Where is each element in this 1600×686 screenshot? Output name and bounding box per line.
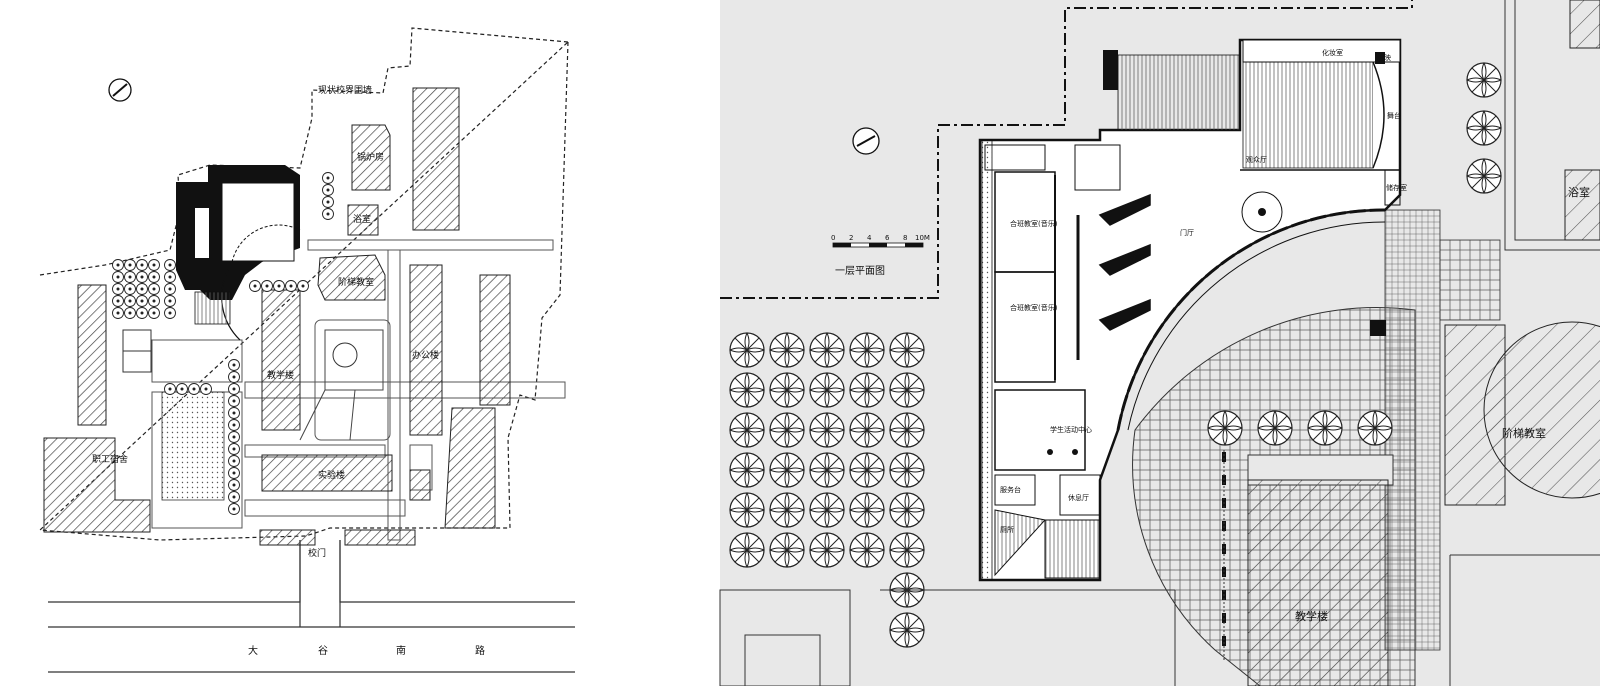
room-stage: 舞台	[1387, 111, 1401, 120]
road-name-char-4: 路	[475, 644, 485, 657]
label-boiler: 锅炉房	[357, 151, 384, 163]
room-makeup: 化妆室	[1322, 48, 1343, 57]
label-gate: 校门	[308, 547, 326, 559]
room-lounge: 休息厅	[1068, 493, 1089, 502]
scale-tick-10m: 10M	[915, 234, 930, 242]
label-dorm: 职工宿舍	[92, 453, 128, 465]
room-toilet: 厕所	[1000, 525, 1014, 534]
room-rehearsal-1: 合班教室(音乐)	[1010, 219, 1058, 228]
scale-tick-2: 2	[849, 234, 853, 242]
room-activity: 学生活动中心	[1050, 425, 1092, 434]
road-name-char-1: 大	[248, 644, 258, 657]
room-storage: 储存室	[1386, 183, 1407, 192]
site-plan: 现状校界围墙 锅炉房 浴室 阶梯教室 办公楼 教学楼 职工宿舍 实验楼 校门 大…	[38, 27, 575, 673]
room-rehearsal-2: 合班教室(音乐)	[1010, 303, 1058, 312]
scale-tick-4: 4	[867, 234, 872, 242]
tree-grid-left	[112, 259, 160, 319]
label-bath: 浴室	[353, 213, 371, 225]
room-service: 服务台	[1000, 485, 1021, 494]
label-lecture: 阶梯教室	[338, 276, 374, 288]
lecture-hall-round	[1483, 321, 1600, 499]
room-lobby: 门厅	[1180, 228, 1194, 237]
label-lab: 实验楼	[318, 469, 345, 481]
buildings	[43, 87, 511, 546]
room-control: 放映	[1377, 53, 1391, 62]
north-arrow-icon	[108, 78, 132, 102]
label-lecture-hall: 阶梯教室	[1502, 426, 1546, 440]
dotted-field	[161, 391, 225, 501]
site-boundary	[38, 27, 569, 541]
label-boundary: 现状校界围墙	[318, 84, 372, 96]
plaza-fountain	[332, 342, 358, 368]
scale-tick-8: 8	[903, 234, 907, 242]
road-name-char-3: 南	[396, 644, 406, 657]
east-trees	[1466, 62, 1502, 194]
label-bath-cut: 浴室	[1568, 185, 1590, 199]
floor-plan: 0 2 4 6 8 10M 一层平面图	[719, 0, 1600, 686]
scale-tick-0: 0	[831, 234, 835, 242]
room-audience: 观众厅	[1246, 156, 1267, 164]
building-plan	[978, 38, 1402, 582]
label-teaching: 教学楼	[267, 369, 294, 381]
floor-plan-boundary	[720, 0, 1413, 299]
colonnade-posts	[1222, 452, 1226, 646]
label-teaching-building: 教学楼	[1295, 609, 1328, 623]
north-arrow-icon-plan	[852, 127, 880, 155]
floor-plan-title: 一层平面图	[835, 265, 885, 277]
label-office: 办公楼	[412, 349, 439, 361]
new-building	[176, 165, 301, 341]
scale-tick-6: 6	[885, 234, 890, 242]
room-ramp: 坡道	[1127, 253, 1141, 262]
roads	[48, 540, 575, 673]
road-name-char-2: 谷	[318, 645, 328, 657]
scale-bar	[832, 242, 924, 248]
